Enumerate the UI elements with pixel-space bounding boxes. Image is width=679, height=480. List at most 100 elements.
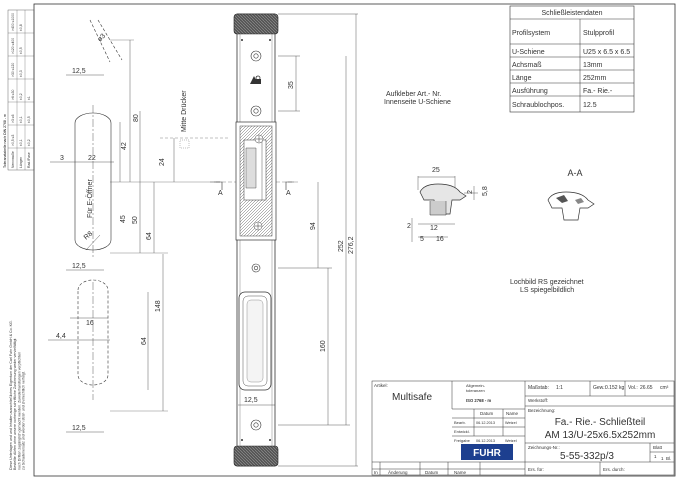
left-dimension-labels: 12,5 ø3 80 42 3 22 24 45 50 R8 64 12,5 1… xyxy=(56,33,291,432)
lochbild-line-2: LS spiegelbildlich xyxy=(520,287,574,294)
bearb-date: 06.12.2013 xyxy=(476,421,495,425)
data-table-value: Stulpprofil xyxy=(583,30,615,37)
gew-label: Gew.: xyxy=(593,385,606,391)
drawing-frame xyxy=(33,3,676,477)
tol-cell: ±0,1 xyxy=(19,116,23,123)
bearb-name: Wetzel xyxy=(505,421,517,425)
dim-160: 160 xyxy=(320,340,327,352)
sec-dim-25: 25 xyxy=(432,167,440,174)
section-mark-a-left: A xyxy=(218,190,223,197)
zeichnungs-nr-value: 5-55-332p/3 xyxy=(560,451,614,462)
data-table-key: Länge xyxy=(512,75,532,82)
sticker-annotation: Aufkleber Art.- Nr. Innenseite U-Schiene xyxy=(384,91,451,106)
dim-80: 80 xyxy=(133,114,140,122)
center-dimension-labels: 35 94 160 252 276,2 12,5 xyxy=(244,81,355,404)
bolt-recess xyxy=(238,291,272,391)
dim-148: 148 xyxy=(155,300,162,312)
dim-94: 94 xyxy=(310,222,317,230)
dim-64-lower: 64 xyxy=(141,337,148,345)
tol-cell: ±0,2 xyxy=(27,139,31,146)
aufkleber-line-2: Innenseite U-Schiene xyxy=(384,99,451,106)
dim-4-4: 4,4 xyxy=(56,333,66,340)
copyright-line-2: Bestellte dürfen ohne unsere vorherige s… xyxy=(13,339,17,470)
tol-cell: ±1 xyxy=(27,96,31,100)
zeichnungs-nr-label: Zeichnungs-Nr.: xyxy=(528,445,560,450)
tol-cell: Nennmaße xyxy=(11,151,15,168)
keeper-block xyxy=(235,121,277,241)
ersatz-durch-label: Ers. durch: xyxy=(603,467,625,472)
dim-16: 16 xyxy=(86,320,94,327)
tol-cell: Rad./Fase xyxy=(27,152,31,168)
tol-cell: ±0,8 xyxy=(19,24,23,31)
dim-35: 35 xyxy=(288,81,295,89)
label-fuer-e-oeffner: Für E-Öffner xyxy=(86,179,94,218)
copyright-line-1: Diese Unterlagen und und Inhalten aussch… xyxy=(9,320,13,470)
dim-45: 45 xyxy=(120,215,127,223)
schliessleisten-data-table: Schließleistendaten Profilsystem Stulppr… xyxy=(509,5,635,113)
tol-cell: ±0,5 xyxy=(19,47,23,54)
werkstoff-label: Werkstoff: xyxy=(528,398,548,403)
dim-252: 252 xyxy=(338,240,345,252)
artikel-value: Multisafe xyxy=(392,392,432,403)
data-table-value: 12.5 xyxy=(583,102,597,109)
tol-cell: ±0,5 xyxy=(27,116,31,123)
aenderung-index: In xyxy=(374,470,378,475)
bl-label: Bl. xyxy=(666,456,671,461)
tol-cell: >30 ≤120 xyxy=(11,63,15,77)
section-view-a-a: A-A xyxy=(547,168,595,221)
bezeichnung-line-2: AM 13/U-25x6.5x252mm xyxy=(545,430,656,441)
bezeichnung-line-1: Fa.- Rie.- Schließteil xyxy=(555,417,646,428)
tol-cell: ±0,1 xyxy=(19,139,23,146)
dim-64-upper: 64 xyxy=(146,232,153,240)
section-mark-a-right: A xyxy=(286,190,291,197)
allg-tol-label-2: toleranzen xyxy=(466,388,485,393)
dim-r8: R8 xyxy=(83,230,94,241)
vol-label: Vol.: xyxy=(628,385,638,391)
gew-value: 0.152 xyxy=(605,385,618,391)
entwickl-label: Entwickl. xyxy=(454,429,470,434)
center-dimension-lines xyxy=(238,13,358,467)
sec-dim-12: 12 xyxy=(430,225,438,232)
dim-42: 42 xyxy=(121,142,128,150)
gew-unit: kg xyxy=(619,385,625,391)
massstab-label: Maßstab: xyxy=(528,385,549,391)
freigabe-date: 06.12.2013 xyxy=(476,439,495,443)
bl-value: 1 xyxy=(661,456,664,461)
sec-dim-2-right: 2 xyxy=(467,190,474,194)
sec-dim-2-left: 2 xyxy=(407,223,411,230)
fuhr-logo-box xyxy=(461,444,513,460)
title-block: Artikel: Multisafe Allgemein- toleranzen… xyxy=(371,380,675,476)
dim-12-5-bottom: 12,5 xyxy=(72,425,86,432)
aufkleber-line-1: Aufkleber Art.- Nr. xyxy=(386,91,441,98)
lochbild-line-1: Lochbild RS gezeichnet xyxy=(510,279,584,286)
strike-plate xyxy=(233,13,279,467)
tol-cell: Längen xyxy=(19,157,23,168)
datum-head: Datum xyxy=(480,411,494,416)
vol-value: 26.65 xyxy=(640,385,653,391)
data-table-title: Schließleistendaten xyxy=(541,10,602,17)
tolerance-table: Toleranztabelle nach DIN 2768 - m Nennma… xyxy=(3,9,35,171)
dim-12-5-center: 12,5 xyxy=(244,397,258,404)
knurled-end-top xyxy=(233,13,279,35)
tol-cell: ±0,2 xyxy=(19,93,23,100)
aenderung-name: Name xyxy=(454,470,467,475)
label-mitte-druecker: Mitte Drücker xyxy=(181,90,188,132)
section-a-a-title: A-A xyxy=(567,168,582,178)
freigabe-name: Wetzel xyxy=(505,439,517,443)
tol-cell: >120 ≤400 xyxy=(11,38,15,54)
data-table-value: Fa.- Rie.- xyxy=(583,88,613,95)
bearb-label: Bearb. xyxy=(454,420,466,425)
dim-276-2: 276,2 xyxy=(348,236,355,254)
copyright-notice: Diese Unterlagen und und Inhalten aussch… xyxy=(9,320,26,470)
tol-cell: >400 ≤1000 xyxy=(11,13,15,31)
dim-50: 50 xyxy=(132,216,139,224)
data-table-value: U25 x 6.5 x 6.5 xyxy=(583,49,630,56)
aenderung-datum: Datum xyxy=(425,470,439,475)
name-head: Name xyxy=(506,411,519,416)
dim-12-5-top: 12,5 xyxy=(72,68,86,75)
fuhr-logo: FUHR xyxy=(473,448,502,459)
tol-cell: >6 ≤30 xyxy=(11,89,15,100)
tol-cell: ±0,3 xyxy=(19,70,23,77)
dim-22: 22 xyxy=(88,155,96,162)
